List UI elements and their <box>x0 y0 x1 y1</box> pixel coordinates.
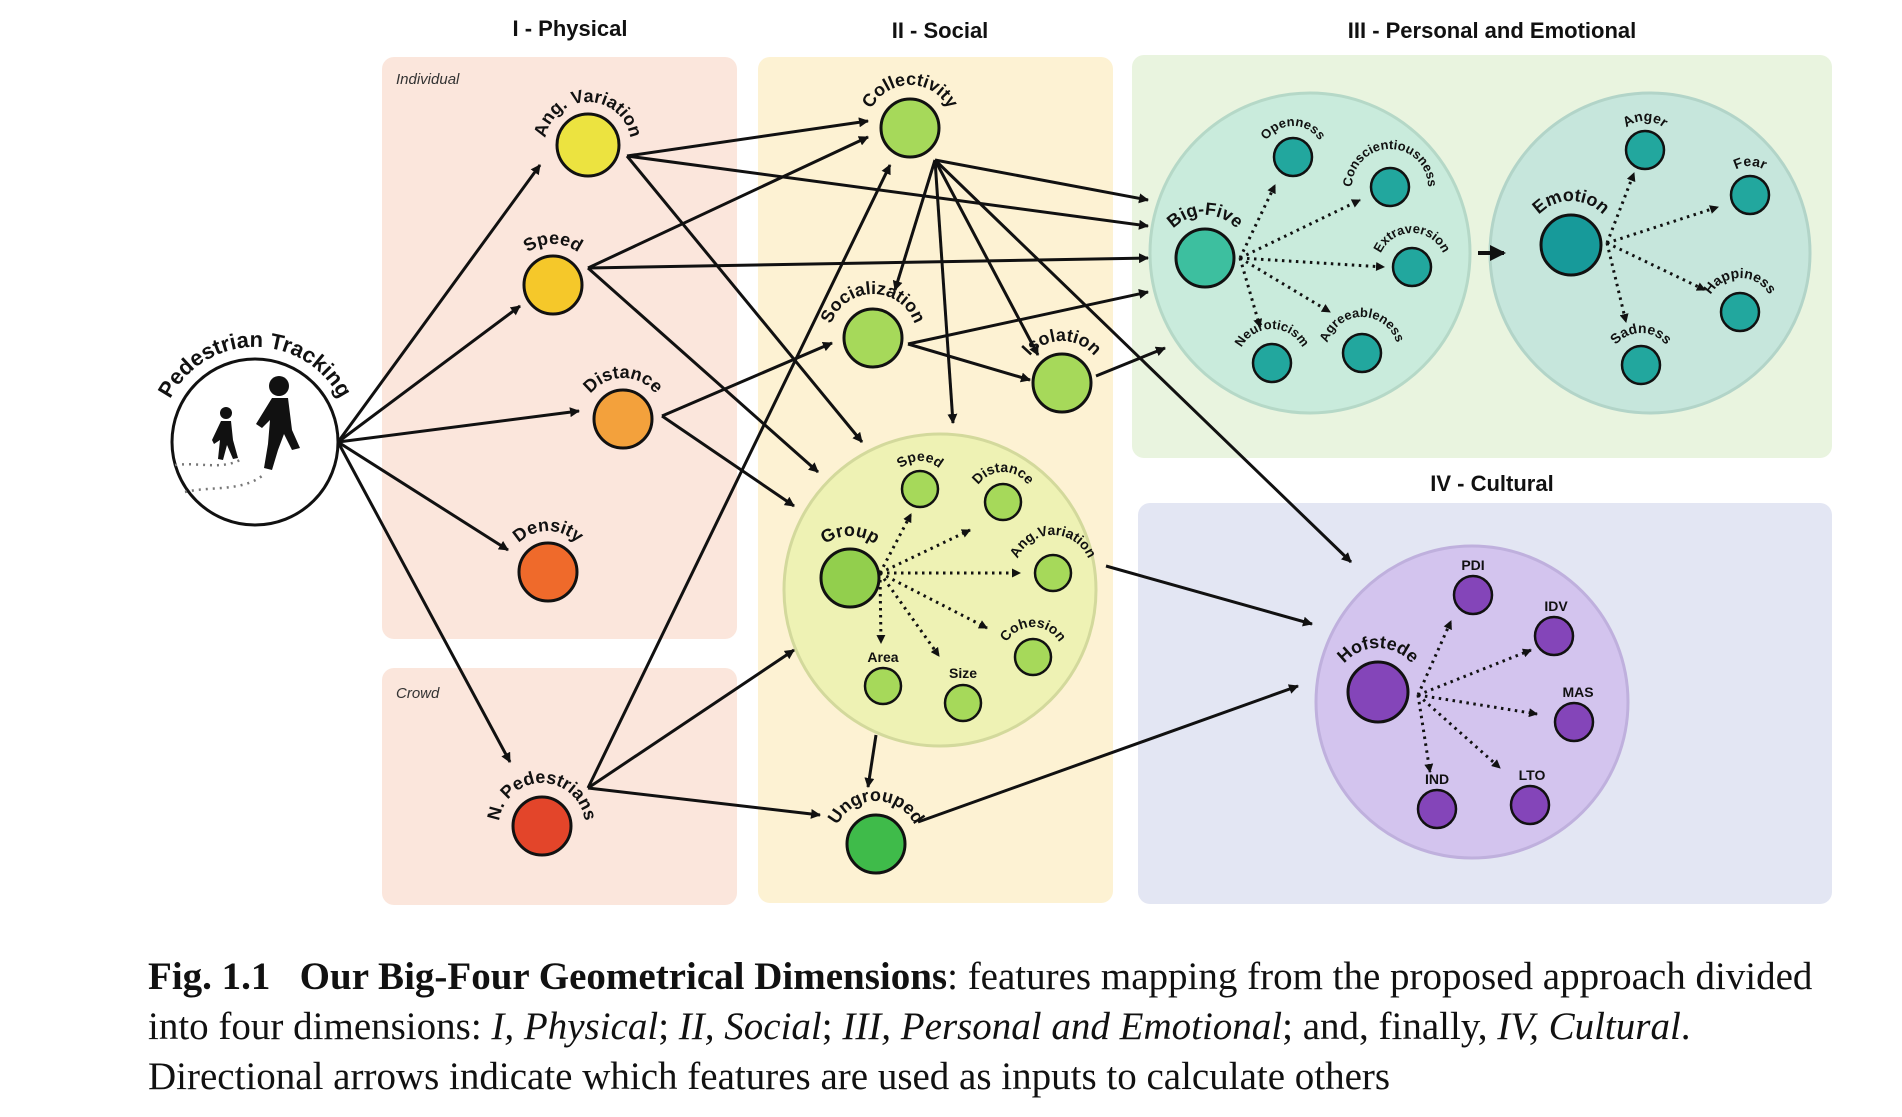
socialization-node <box>842 307 904 369</box>
caption-sep-3: ; and, finally, <box>1282 1005 1498 1048</box>
caption-dim-1: I, Physical <box>491 1005 659 1048</box>
caption-sep-1: ; <box>658 1005 679 1048</box>
extraversion-node <box>1391 246 1433 288</box>
ind-node <box>1416 788 1458 830</box>
group-size-node <box>943 683 983 723</box>
group-speed-node <box>900 469 940 509</box>
lto-label: LTO <box>1519 767 1546 783</box>
pedestrian-tracking-node <box>170 357 340 527</box>
happiness-node <box>1719 291 1761 333</box>
mas-label: MAS <box>1562 684 1593 700</box>
group-speed-label: Speed <box>893 448 946 471</box>
collectivity-node <box>879 97 941 159</box>
sadness-node <box>1620 344 1662 386</box>
column-title-social: II - Social <box>892 18 989 43</box>
group-distance-node <box>983 482 1023 522</box>
physical-distance-node <box>592 388 654 450</box>
caption-sep-2: ; <box>821 1005 843 1048</box>
caption-text-2: . Directional arrows indicate which feat… <box>148 1005 1691 1098</box>
walking-adult-icon <box>256 376 300 470</box>
group-cohesion-node <box>1013 637 1053 677</box>
lto-node <box>1509 784 1551 826</box>
neuroticism-node <box>1251 342 1293 384</box>
anger-node <box>1624 129 1666 171</box>
caption-dim-4: IV, Cultural <box>1497 1005 1681 1048</box>
caption-dim-2: II, Social <box>678 1005 822 1048</box>
column-title-personal-emotional: III - Personal and Emotional <box>1348 18 1637 43</box>
group-area-node <box>863 666 903 706</box>
feature-mapping-diagram: I - Physical II - Social III - Personal … <box>153 16 1832 905</box>
bigfive-hub-node <box>1174 227 1236 289</box>
caption-label: Fig. 1.1 <box>148 955 271 998</box>
pdi-label: PDI <box>1461 557 1484 573</box>
pdi-node <box>1452 574 1494 616</box>
subpanel-label-crowd: Crowd <box>396 685 440 702</box>
mas-node <box>1553 701 1595 743</box>
subpanel-label-individual: Individual <box>396 71 460 88</box>
idv-node <box>1533 615 1575 657</box>
isolation-node <box>1031 352 1093 414</box>
group-hub-node <box>819 547 881 609</box>
agreeableness-node <box>1341 332 1383 374</box>
n-pedestrians-node <box>511 795 573 857</box>
hofstede-hub-node <box>1346 660 1410 724</box>
ind-label: IND <box>1425 771 1449 787</box>
physical-crowd-panel <box>382 668 737 905</box>
column-title-cultural: IV - Cultural <box>1430 471 1553 496</box>
group-size-label: Size <box>949 665 977 681</box>
caption-text-1: : features mapping from the proposed app… <box>148 955 1813 1048</box>
ungrouped-node <box>845 813 907 875</box>
fear-node <box>1729 174 1771 216</box>
idv-label: IDV <box>1544 598 1568 614</box>
physical-speed-node <box>522 254 584 316</box>
walking-child-icon <box>212 407 238 460</box>
group-ang-variation-node <box>1033 553 1073 593</box>
physical-individual-panel <box>382 57 737 639</box>
emotion-hub-node <box>1539 213 1603 277</box>
conscientiousness-node <box>1369 166 1411 208</box>
caption-dim-3: III, Personal and Emotional <box>842 1005 1283 1048</box>
column-title-physical: I - Physical <box>513 16 628 41</box>
caption-title: Our Big-Four Geometrical Dimensions <box>299 955 948 998</box>
group-area-label: Area <box>867 649 898 665</box>
ang-variation-node <box>555 112 621 178</box>
figure-caption: Fig. 1.1 Our Big-Four Geometrical Dimens… <box>148 952 1848 1102</box>
density-node <box>517 541 579 603</box>
openness-node <box>1272 136 1314 178</box>
